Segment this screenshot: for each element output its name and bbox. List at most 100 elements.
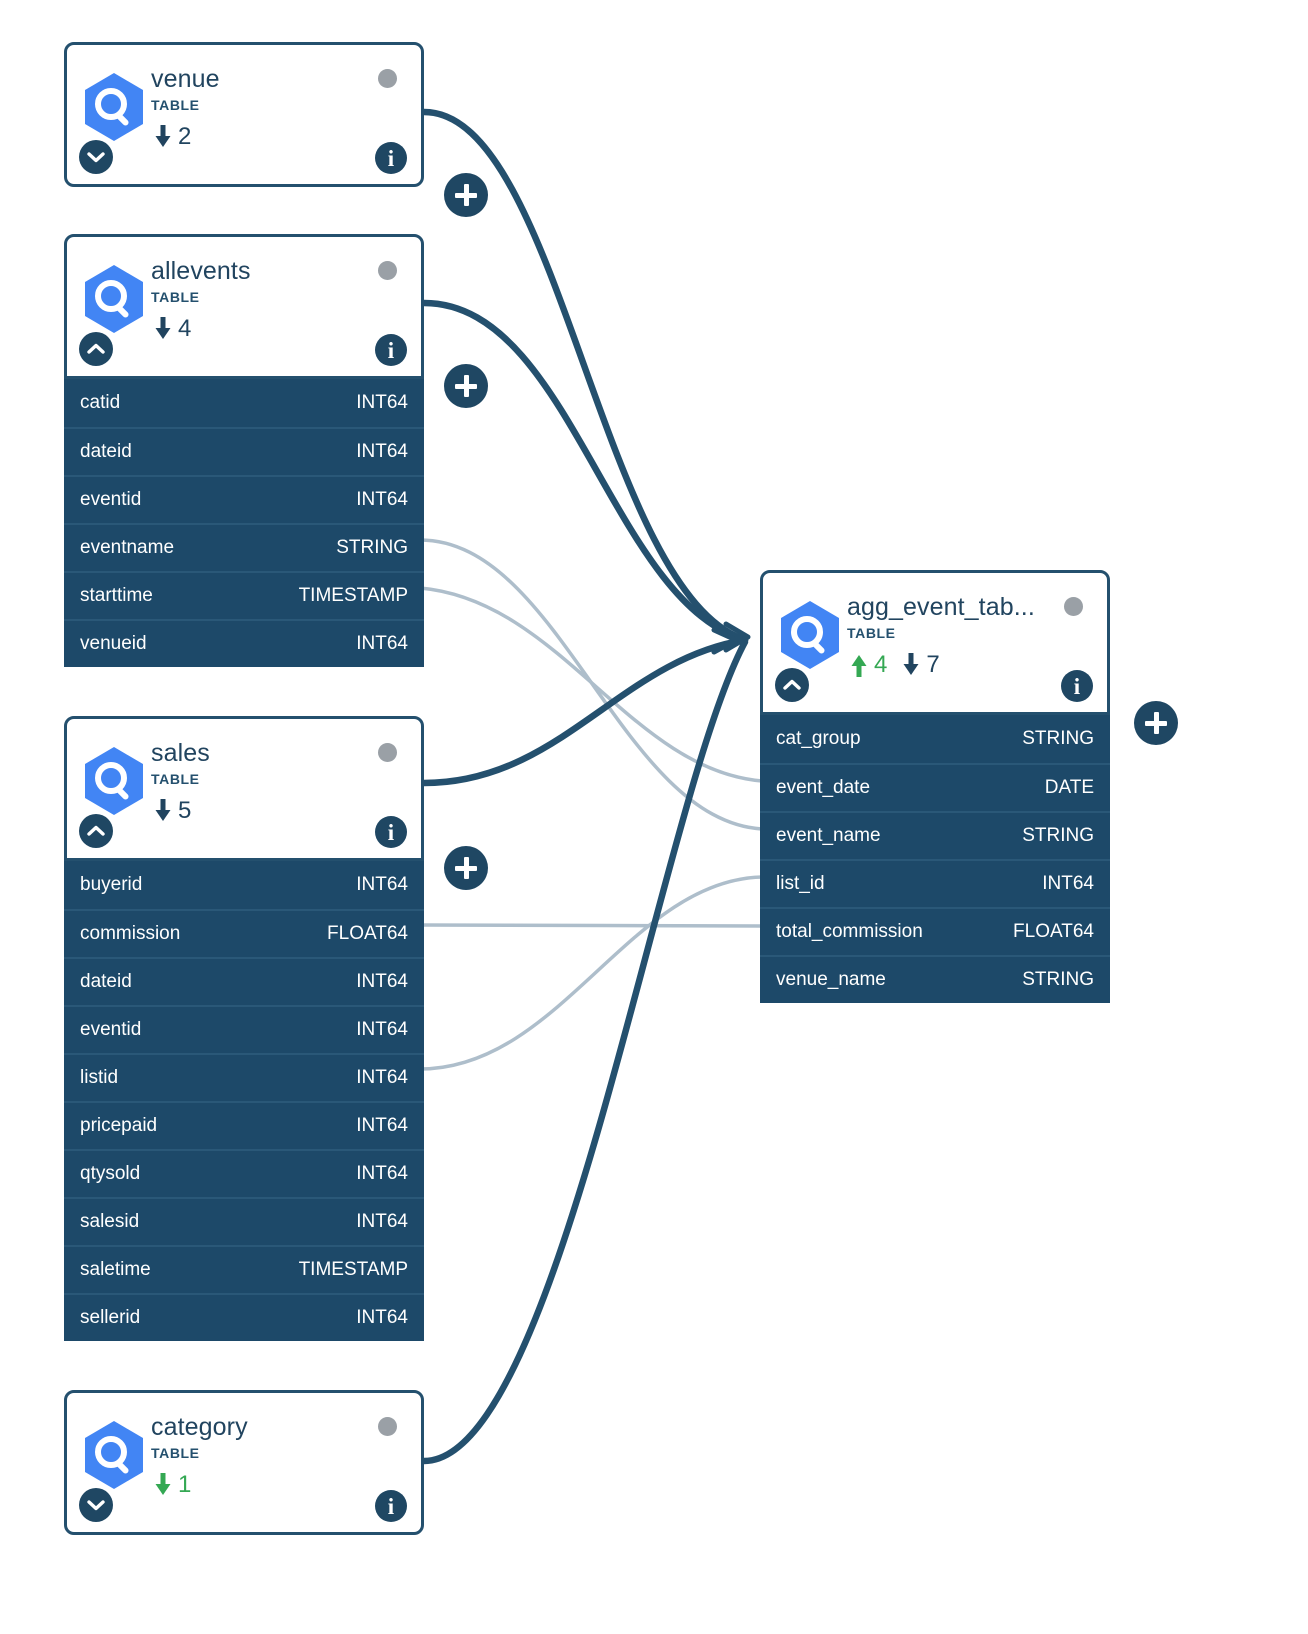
edge-starttime-to-event_date [418,586,764,783]
field-row[interactable]: commission FLOAT64 [64,909,424,957]
field-row[interactable]: venueid INT64 [64,619,424,667]
status-dot [1064,597,1083,616]
info-icon[interactable]: i [1061,670,1093,702]
edge-eventname-to-event_name [418,538,764,831]
field-row[interactable]: cat_group STRING [760,715,1110,763]
upstream-count: 4 [874,651,888,678]
chevron-up-icon [87,343,105,354]
field-row[interactable]: sellerid INT64 [64,1293,424,1341]
field-row[interactable]: dateid INT64 [64,957,424,1005]
field-name: dateid [80,971,132,992]
arrow-down-icon [155,317,171,339]
field-name: pricepaid [80,1115,158,1136]
expand-collapse-toggle[interactable] [79,332,113,366]
field-row[interactable]: salesid INT64 [64,1197,424,1245]
expand-collapse-toggle[interactable] [79,1488,113,1522]
expand-agg-event-table-downstream-button[interactable] [1134,701,1178,745]
expand-allevents-downstream-button[interactable] [444,364,488,408]
field-name: event_date [776,777,871,798]
downstream-count: 4 [178,315,192,342]
field-row[interactable]: saletime TIMESTAMP [64,1245,424,1293]
info-icon[interactable]: i [375,1490,407,1522]
field-type: INT64 [356,441,408,462]
field-row[interactable]: event_name STRING [760,811,1110,859]
field-name: cat_group [776,728,861,749]
node-category-header[interactable]: category TABLE 1 i [64,1390,424,1535]
node-category[interactable]: category TABLE 1 i [64,1390,424,1535]
field-row[interactable]: eventname STRING [64,523,424,571]
field-type: INT64 [356,1067,408,1088]
node-agg-event-table[interactable]: agg_event_tab... TABLE 4 7 [760,570,1110,1003]
field-list: cat_group STRING event_date DATE event_n… [760,715,1110,1003]
field-row[interactable]: pricepaid INT64 [64,1101,424,1149]
node-allevents-header[interactable]: allevents TABLE 4 i [64,234,424,379]
field-type: STRING [1022,969,1094,990]
node-counts: 4 [155,315,191,343]
node-title: sales [151,739,210,767]
info-icon[interactable]: i [375,142,407,174]
field-row[interactable]: list_id INT64 [760,859,1110,907]
edge-arrowhead [711,627,739,655]
edge-sales-to-agg [420,636,749,787]
expand-sales-downstream-button[interactable] [444,846,488,890]
field-row[interactable]: eventid INT64 [64,1005,424,1053]
status-dot [378,1417,397,1436]
field-name: eventname [80,537,175,558]
expand-collapse-toggle[interactable] [79,814,113,848]
field-name: saletime [80,1259,151,1280]
field-name: event_name [776,825,881,846]
downstream-count-group: 4 [155,315,191,343]
field-type: INT64 [1042,873,1094,894]
downstream-count: 7 [926,651,940,678]
expand-venue-downstream-button[interactable] [444,173,488,217]
field-type: INT64 [356,971,408,992]
field-type: INT64 [356,1163,408,1184]
field-list: buyerid INT64 commission FLOAT64 dateid … [64,861,424,1341]
field-type: TIMESTAMP [298,585,408,606]
field-row[interactable]: total_commission FLOAT64 [760,907,1110,955]
field-name: list_id [776,873,825,894]
field-row[interactable]: buyerid INT64 [64,861,424,909]
field-row[interactable]: venue_name STRING [760,955,1110,1003]
info-icon[interactable]: i [375,816,407,848]
arrow-down-icon [155,799,171,821]
field-type: STRING [1022,728,1094,749]
field-type: INT64 [356,1115,408,1136]
field-type: INT64 [356,489,408,510]
info-icon[interactable]: i [375,334,407,366]
node-sales-header[interactable]: sales TABLE 5 i [64,716,424,861]
node-venue[interactable]: venue TABLE 2 i [64,42,424,187]
field-row[interactable]: qtysold INT64 [64,1149,424,1197]
field-row[interactable]: event_date DATE [760,763,1110,811]
status-dot [378,261,397,280]
arrow-down-icon [903,653,919,675]
field-name: sellerid [80,1307,141,1328]
field-name: total_commission [776,921,923,942]
chevron-down-icon [87,1500,105,1511]
field-row[interactable]: dateid INT64 [64,427,424,475]
field-row[interactable]: catid INT64 [64,379,424,427]
node-agg-event-table-header[interactable]: agg_event_tab... TABLE 4 7 [760,570,1110,715]
field-row[interactable]: starttime TIMESTAMP [64,571,424,619]
upstream-count-group: 4 [851,651,887,679]
arrow-up-icon [851,655,867,677]
field-row[interactable]: eventid INT64 [64,475,424,523]
node-counts: 1 [155,1471,191,1499]
field-name: eventid [80,1019,142,1040]
node-venue-header[interactable]: venue TABLE 2 i [64,42,424,187]
node-counts: 5 [155,797,191,825]
field-name: catid [80,392,121,413]
field-type: STRING [336,537,408,558]
node-sales[interactable]: sales TABLE 5 i buyerid [64,716,424,1341]
node-allevents[interactable]: allevents TABLE 4 i cat [64,234,424,667]
expand-collapse-toggle[interactable] [79,140,113,174]
field-name: eventid [80,489,142,510]
chevron-down-icon [87,152,105,163]
field-row[interactable]: listid INT64 [64,1053,424,1101]
field-name: dateid [80,441,132,462]
node-title: category [151,1413,248,1441]
field-type: INT64 [356,392,408,413]
expand-collapse-toggle[interactable] [775,668,809,702]
node-subtitle: TABLE [151,771,200,787]
